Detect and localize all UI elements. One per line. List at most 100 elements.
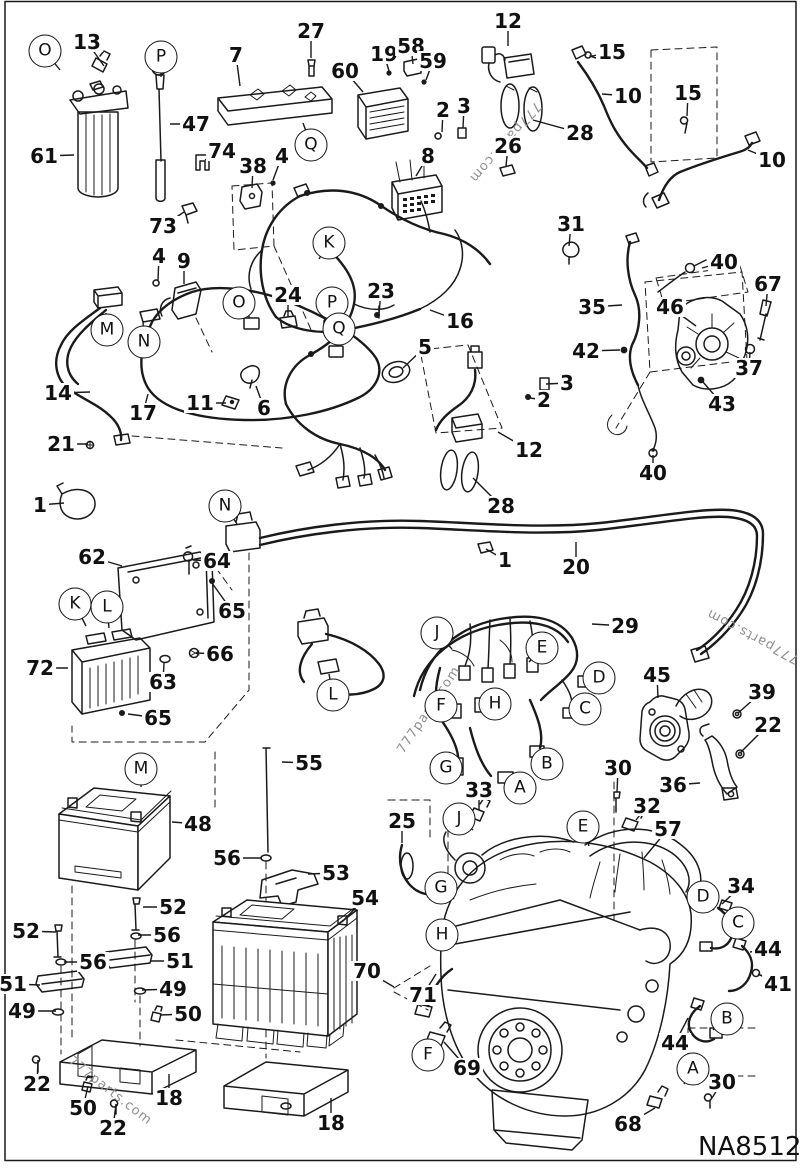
callout-number-12: 12: [513, 438, 545, 462]
callout-number-17: 17: [127, 401, 159, 425]
callout-number-49: 49: [6, 999, 38, 1023]
callout-letter-J: J: [420, 616, 454, 650]
callout-number-55: 55: [293, 751, 325, 775]
callout-number-4: 4: [273, 144, 291, 168]
battery-tray-18-left-drawing: [60, 1040, 300, 1094]
cable-17-drawing: [140, 288, 379, 420]
callout-number-45: 45: [641, 663, 673, 687]
callout-number-11: 11: [184, 391, 216, 415]
battery-48-drawing: [59, 788, 171, 890]
callout-number-36: 36: [657, 773, 689, 797]
callout-number-46: 46: [654, 295, 686, 319]
diagram-code: NA8512: [698, 1132, 800, 1162]
callout-letter-M: M: [124, 752, 158, 786]
oil-filter-drawing: [70, 51, 128, 197]
callout-number-26: 26: [492, 134, 524, 158]
callout-number-32: 32: [631, 794, 663, 818]
callout-number-40: 40: [637, 461, 669, 485]
callout-number-18: 18: [315, 1111, 347, 1135]
callout-number-15: 15: [596, 40, 628, 64]
callout-number-56: 56: [151, 923, 183, 947]
callout-number-69: 69: [451, 1056, 483, 1080]
callout-number-1: 1: [496, 548, 514, 572]
relay-box-drawing: [358, 59, 427, 139]
callout-number-51: 51: [164, 949, 196, 973]
callout-letter-E: E: [566, 810, 600, 844]
callout-number-35: 35: [576, 295, 608, 319]
callout-number-3: 3: [455, 94, 473, 118]
callout-number-9: 9: [175, 249, 193, 273]
starter-drawing: [640, 689, 712, 760]
callout-number-74: 74: [206, 139, 238, 163]
cable-l-mid-drawing: [298, 609, 384, 695]
callout-letter-D: D: [686, 880, 720, 914]
callout-letter-E: E: [525, 631, 559, 665]
callout-number-66: 66: [204, 642, 236, 666]
callout-letter-H: H: [478, 687, 512, 721]
callout-letter-B: B: [530, 747, 564, 781]
callout-number-14: 14: [42, 381, 74, 405]
callout-number-49: 49: [157, 977, 189, 1001]
callout-number-8: 8: [419, 144, 437, 168]
callout-number-30: 30: [602, 756, 634, 780]
battery-54-drawing: [213, 900, 358, 1048]
callout-number-65: 65: [216, 599, 248, 623]
callout-number-33: 33: [463, 778, 495, 802]
callout-number-41: 41: [762, 972, 794, 996]
callout-number-30: 30: [706, 1070, 738, 1094]
callout-letter-Q: Q: [294, 128, 328, 162]
callout-number-70: 70: [351, 959, 383, 983]
callout-number-72: 72: [24, 656, 56, 680]
engine-harness-29-drawing: [414, 617, 590, 783]
callout-letter-O: O: [28, 34, 62, 68]
callout-number-16: 16: [444, 309, 476, 333]
engine-drawing: [388, 770, 772, 1150]
callout-number-50: 50: [67, 1096, 99, 1120]
callout-number-12: 12: [492, 9, 524, 33]
harness-12-top-drawing: [482, 47, 542, 131]
callout-letter-P: P: [144, 40, 178, 74]
callout-number-68: 68: [612, 1112, 644, 1136]
callout-letter-Q: Q: [322, 312, 356, 346]
callout-number-19: 19: [368, 42, 400, 66]
callout-number-21: 21: [45, 432, 77, 456]
callout-letter-A: A: [503, 771, 537, 805]
callout-letter-G: G: [424, 871, 458, 905]
callout-letter-F: F: [424, 689, 458, 723]
callout-number-37: 37: [733, 356, 765, 380]
callout-letter-H: H: [425, 918, 459, 952]
callout-number-50: 50: [172, 1002, 204, 1026]
callout-letter-C: C: [721, 906, 755, 940]
callout-number-15: 15: [672, 81, 704, 105]
battery-tray-18-right-drawing: [224, 1062, 348, 1116]
callout-number-39: 39: [746, 680, 778, 704]
callout-number-5: 5: [416, 335, 434, 359]
callout-number-43: 43: [706, 392, 738, 416]
callout-letter-O: O: [222, 286, 256, 320]
callout-number-71: 71: [407, 983, 439, 1007]
callout-number-22: 22: [752, 713, 784, 737]
callout-letter-N: N: [208, 489, 242, 523]
callout-number-3: 3: [558, 371, 576, 395]
callout-number-1: 1: [31, 493, 49, 517]
callout-number-67: 67: [752, 272, 784, 296]
callout-number-22: 22: [21, 1072, 53, 1096]
callout-letter-L: L: [316, 678, 350, 712]
callout-letter-N: N: [127, 325, 161, 359]
callout-number-73: 73: [147, 214, 179, 238]
callout-number-20: 20: [560, 555, 592, 579]
callout-number-34: 34: [725, 874, 757, 898]
callout-number-59: 59: [417, 49, 449, 73]
diagram-border: [5, 2, 796, 1161]
callout-letter-K: K: [58, 587, 92, 621]
callout-number-56: 56: [211, 846, 243, 870]
callout-letter-G: G: [429, 751, 463, 785]
callout-letter-C: C: [568, 692, 602, 726]
callout-number-51: 51: [0, 974, 29, 994]
callout-letter-D: D: [582, 661, 616, 695]
callout-letter-J: J: [442, 802, 476, 836]
harness-12-right-drawing: [420, 345, 549, 493]
